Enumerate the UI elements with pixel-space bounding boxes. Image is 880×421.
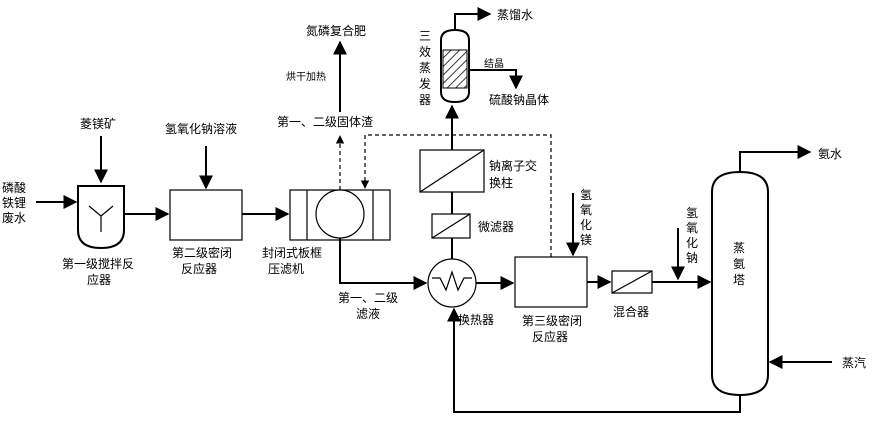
evaporator-label-3: 蒸 bbox=[419, 61, 431, 75]
sealed-reactor2-label-1: 第二级密闭 bbox=[172, 245, 232, 260]
microfilter-label: 微滤器 bbox=[478, 220, 514, 234]
mg-hydroxide-label-3: 化 bbox=[580, 218, 592, 232]
filtrate-label-1: 第一、二级 bbox=[338, 291, 398, 305]
evaporator-packing-icon bbox=[442, 49, 468, 89]
filter-press-label-1: 封闭式板框 bbox=[262, 246, 322, 260]
npk-fertilizer-label: 氮磷复合肥 bbox=[306, 23, 366, 38]
stripping-tower-label-3: 塔 bbox=[733, 273, 745, 287]
naoh-label-2: 氧 bbox=[686, 221, 698, 235]
ion-exchange-diagonal bbox=[419, 149, 485, 193]
evaporator-label-1: 三 bbox=[419, 29, 431, 43]
mg-hydroxide-label-1: 氢 bbox=[580, 187, 592, 202]
sealed-reactor2-box bbox=[169, 189, 243, 241]
wastewater-label-2: 铁锂 bbox=[2, 195, 26, 210]
sealed-reactor2-label-2: 反应器 bbox=[181, 261, 217, 276]
stirred-reactor-label-2: 应器 bbox=[87, 272, 111, 287]
stripping-tower-vessel bbox=[711, 170, 769, 397]
stirred-reactor-label-1: 第一级搅拌反 bbox=[62, 256, 134, 271]
heat-exchanger-circle bbox=[427, 258, 477, 308]
flow-ammonia-out bbox=[739, 145, 812, 172]
flow-tower-bottom-recycle bbox=[447, 307, 741, 413]
microfilter-diagonal bbox=[431, 213, 471, 239]
filtrate-label-2: 滤液 bbox=[356, 306, 380, 321]
naoh-solution-label: 氢氧化钠溶液 bbox=[165, 121, 237, 136]
wastewater-label-3: 废水 bbox=[2, 210, 26, 225]
naoh-label-3: 化 bbox=[686, 236, 698, 250]
flow-filtrate-to-hx bbox=[339, 238, 428, 290]
sealed-reactor3-label-2: 反应器 bbox=[532, 329, 568, 344]
stripping-tower-label-2: 氨 bbox=[733, 257, 745, 271]
sodium-sulfate-label: 硫酸钠晶体 bbox=[489, 92, 549, 107]
stripping-tower-label-1: 蒸 bbox=[733, 241, 745, 255]
evaporator-label-2: 效 bbox=[419, 44, 431, 59]
crystallization-label: 结晶 bbox=[484, 57, 504, 70]
heat-exchanger-label: 换热器 bbox=[458, 313, 494, 327]
mixer-label: 混合器 bbox=[613, 304, 649, 319]
filter-press-drum bbox=[315, 189, 365, 239]
stirred-reactor-vessel bbox=[77, 185, 125, 250]
mg-hydroxide-label-2: 氧 bbox=[580, 203, 592, 217]
ion-exchange-label-2: 换柱 bbox=[489, 175, 513, 190]
flow-distilled-water-out bbox=[454, 7, 492, 30]
evaporator-vessel bbox=[440, 28, 470, 104]
distilled-water-label: 蒸馏水 bbox=[497, 8, 533, 22]
steam-label: 蒸汽 bbox=[842, 355, 866, 370]
mg-hydroxide-label-4: 镁 bbox=[580, 233, 592, 247]
heat-exchanger-coil-icon bbox=[432, 270, 472, 292]
flow-crystal-out bbox=[469, 69, 523, 90]
wastewater-label-1: 磷酸 bbox=[2, 180, 26, 195]
filter-press-label-2: 压滤机 bbox=[268, 262, 304, 276]
ion-exchange-label-1: 钠离子交 bbox=[489, 158, 537, 173]
naoh-label-1: 氢 bbox=[686, 205, 698, 220]
siderite-label: 菱镁矿 bbox=[80, 117, 116, 131]
naoh-label-4: 钠 bbox=[686, 250, 698, 265]
sealed-reactor3-box bbox=[514, 256, 588, 308]
agitator-icon bbox=[88, 205, 114, 232]
solid-residue-label: 第一、二级固体渣 bbox=[277, 115, 373, 129]
ammonia-water-label: 氨水 bbox=[818, 147, 842, 161]
drying-label: 烘干加热 bbox=[286, 70, 326, 83]
evaporator-label-5: 器 bbox=[419, 93, 431, 107]
mixer-diagonal bbox=[611, 270, 653, 294]
sealed-reactor3-label-1: 第三级密闭 bbox=[522, 313, 582, 328]
evaporator-label-4: 发 bbox=[419, 76, 431, 91]
